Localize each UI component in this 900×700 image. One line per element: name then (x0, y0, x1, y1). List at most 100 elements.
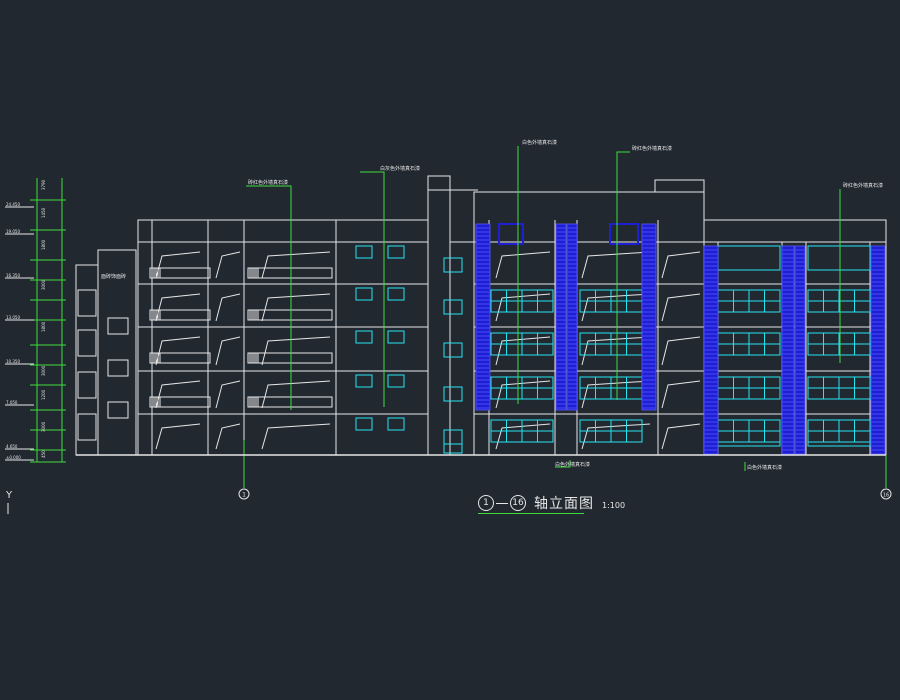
louver-panel-2 (566, 223, 578, 411)
title-dash (496, 502, 508, 504)
balcony-w3-1 (247, 396, 333, 408)
diagonal-mark-3-0 (155, 380, 201, 409)
stair-slot-1 (77, 329, 97, 357)
title-axis-start: 1 (478, 495, 494, 511)
diagonal-mark-1-2 (261, 293, 331, 322)
roof-box-east (654, 179, 705, 193)
window-w-a-0 (355, 245, 373, 259)
diagonal-mark-2-1 (215, 336, 241, 366)
louver-top-b (609, 223, 639, 245)
diagonal-mark-2-5 (661, 336, 701, 366)
window-link-2 (443, 342, 463, 358)
balcony-w2-0 (149, 352, 211, 364)
stair-block-left (75, 264, 99, 456)
leader-note-n3: 白色外墙真石漆 (522, 139, 557, 146)
ucs-y-label: Y (6, 490, 13, 501)
window-w-b-2 (387, 330, 405, 344)
diagonal-mark-4-2 (261, 423, 331, 450)
window-w-a-2 (355, 330, 373, 344)
elevation-label-3: 13.050 (6, 315, 20, 320)
dimension-label-3: 3000 (41, 279, 46, 290)
dimension-label-2: 1800 (41, 239, 46, 250)
elevation-label-5: 7.050 (6, 400, 18, 405)
leader-line-n2 (360, 171, 385, 407)
stair-slot-0 (77, 289, 97, 317)
curtain-bottom-b (807, 419, 871, 447)
stair-slot-3 (77, 413, 97, 441)
dimension-label-6: 1200 (41, 389, 46, 400)
balcony-w3-0 (149, 396, 211, 408)
window-w-b-3 (387, 374, 405, 388)
elevation-label-2: 16.350 (6, 273, 20, 278)
axis-bubble-right (880, 488, 892, 500)
diagonal-mark-2-3 (495, 336, 551, 366)
leader-line-n1 (246, 185, 292, 410)
title-text: 轴立面图 (534, 496, 594, 512)
curtain-top-a (717, 245, 781, 271)
title-scale: 1:100 (602, 500, 626, 510)
drawing-title: 1 16 轴立面图 1:100 (478, 492, 625, 514)
leader-line-n4 (616, 151, 630, 400)
diagonal-mark-1-1 (215, 293, 241, 322)
diagonal-mark-3-4 (581, 380, 651, 409)
balcony-w2-1 (247, 352, 333, 364)
diagonal-mark-3-5 (661, 380, 701, 409)
title-axis-end: 16 (510, 495, 526, 511)
window-w-a-4 (355, 417, 373, 431)
diagonal-mark-4-4 (581, 423, 651, 450)
leader-note-n7: 白色外墙真石漆 (747, 464, 782, 471)
balcony-w1-1 (247, 309, 333, 321)
leader-note-n8: 面砖饰面砖 (101, 273, 126, 280)
window-w-b-4 (387, 417, 405, 431)
diagonal-mark-2-4 (581, 336, 651, 366)
dimension-label-7: 3000 (41, 421, 46, 432)
axis-bubble-left (238, 488, 250, 500)
stair-slot-2 (77, 371, 97, 399)
curtain-top-b (807, 245, 871, 271)
axis-bubbles: 1 16 (238, 440, 892, 500)
leader-note-n5: 白色外墙真石漆 (555, 461, 590, 468)
window-w-b-0 (387, 245, 405, 259)
diagonal-mark-4-1 (215, 423, 241, 450)
window-layer (355, 245, 871, 454)
elevation-label-7: ±0.000 (6, 455, 21, 460)
axis-label-right: 16 (883, 493, 889, 499)
diagonal-mark-4-5 (661, 423, 701, 450)
dimension-label-1: 1450 (41, 207, 46, 218)
window-link-1 (443, 299, 463, 315)
diagonal-mark-0-0 (155, 251, 201, 279)
diagonal-mark-0-1 (215, 251, 241, 279)
diagonal-mark-1-3 (495, 293, 551, 322)
leader-note-n6: 砖红色外墙真石漆 (843, 182, 883, 189)
dimension-label-0: 3790 (41, 179, 46, 190)
stair-window-1 (107, 359, 129, 377)
diagonal-mark-4-3 (495, 423, 551, 450)
diagonal-mark-1-4 (581, 293, 651, 322)
title-underline (478, 513, 584, 514)
diagonal-mark-3-3 (495, 380, 551, 409)
axis-label-left: 1 (242, 492, 246, 499)
diagonal-mark-2-0 (155, 336, 201, 366)
window-w-a-1 (355, 287, 373, 301)
louver-panel-1 (555, 223, 567, 411)
diagonal-mark-0-5 (661, 251, 701, 279)
diagonal-mark-3-2 (261, 380, 331, 409)
balcony-w0-0 (149, 267, 211, 279)
diagonal-mark-0-2 (261, 251, 331, 279)
stair-window-0 (107, 317, 129, 335)
diagonal-mark-0-3 (495, 251, 551, 279)
elevation-label-6: 4.650 (6, 444, 18, 449)
diagonal-mark-1-5 (661, 293, 701, 322)
louver-top-a (498, 223, 524, 245)
stair-tower (97, 249, 137, 456)
window-link-3 (443, 386, 463, 402)
balcony-w1-0 (149, 309, 211, 321)
diagonal-mark-1-0 (155, 293, 201, 322)
stair-window-2 (107, 401, 129, 419)
main-block-east (473, 191, 705, 456)
core-tower (427, 175, 451, 456)
dimension-label-8: 450 (41, 450, 46, 458)
dimension-chain: 24.45019.05016.35013.05010.3507.0504.650… (5, 178, 66, 463)
entry-door (443, 429, 463, 454)
